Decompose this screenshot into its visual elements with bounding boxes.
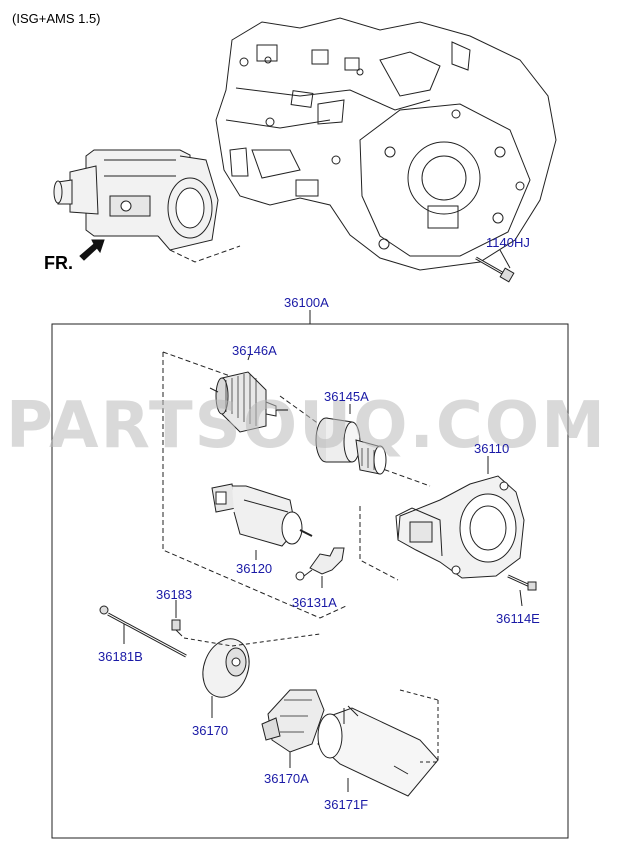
part-label-36170a[interactable]: 36170A	[264, 771, 309, 786]
pinion-36145a-illustration	[315, 404, 387, 475]
part-label-36100a[interactable]: 36100A	[284, 295, 329, 310]
watermark: PARTSOUQ.COM	[6, 389, 607, 463]
bolt-1140hj-illustration	[475, 249, 515, 283]
starter-motor-illustration	[53, 149, 219, 251]
part-label-1140hj[interactable]: 1140HJ	[486, 235, 530, 250]
variant-title: (ISG+AMS 1.5)	[12, 11, 101, 26]
armature-36146a-illustration	[209, 353, 288, 433]
part-label-36181b[interactable]: 36181B	[98, 649, 143, 664]
yoke-36171f-illustration	[317, 689, 439, 797]
front-direction-label: FR.	[44, 253, 73, 273]
bolt-36114e-illustration	[507, 574, 537, 607]
part-label-36170[interactable]: 36170	[192, 723, 229, 738]
solenoid-36120-illustration	[211, 483, 313, 560]
screw-36183-illustration	[171, 600, 183, 637]
assembly-box	[51, 323, 569, 839]
part-label-36131a[interactable]: 36131A	[292, 595, 337, 610]
part-label-36110[interactable]: 36110	[474, 441, 510, 456]
engine-block-illustration	[215, 17, 557, 271]
part-label-36114e[interactable]: 36114E	[496, 611, 540, 626]
bolt-36181b-illustration	[99, 605, 187, 658]
part-label-36183[interactable]: 36183	[156, 587, 193, 602]
part-label-36145a[interactable]: 36145A	[324, 389, 369, 404]
lever-36131a-illustration	[295, 547, 345, 588]
plate-36170-illustration	[183, 633, 321, 718]
part-label-36146a[interactable]: 36146A	[232, 343, 277, 358]
part-label-36171f[interactable]: 36171F	[324, 797, 369, 812]
housing-36110-illustration	[395, 456, 525, 579]
part-label-36120[interactable]: 36120	[236, 561, 273, 576]
brush-holder-36170a-illustration	[261, 689, 325, 768]
front-arrow-icon	[79, 239, 105, 261]
